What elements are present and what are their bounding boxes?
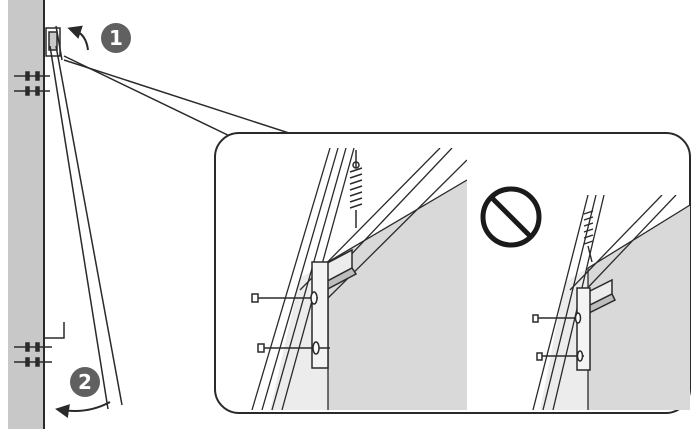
upper-wall-screws (14, 71, 50, 96)
step-1-badge: 1 (101, 23, 131, 53)
step-2-badge: 2 (70, 367, 100, 397)
step-1-label: 1 (109, 26, 123, 50)
lower-wall-screws (14, 322, 65, 367)
curved-arrow-up-icon (67, 25, 89, 51)
curved-arrow-left-icon (55, 401, 111, 418)
callout-lines (63, 55, 293, 141)
incorrect-mounting-detail (532, 195, 690, 410)
upper-hook-bracket (45, 25, 63, 61)
correct-mounting-detail (251, 148, 467, 410)
step-2-label: 2 (78, 370, 92, 394)
prohibited-icon (480, 186, 542, 248)
tilted-panel (49, 45, 123, 410)
